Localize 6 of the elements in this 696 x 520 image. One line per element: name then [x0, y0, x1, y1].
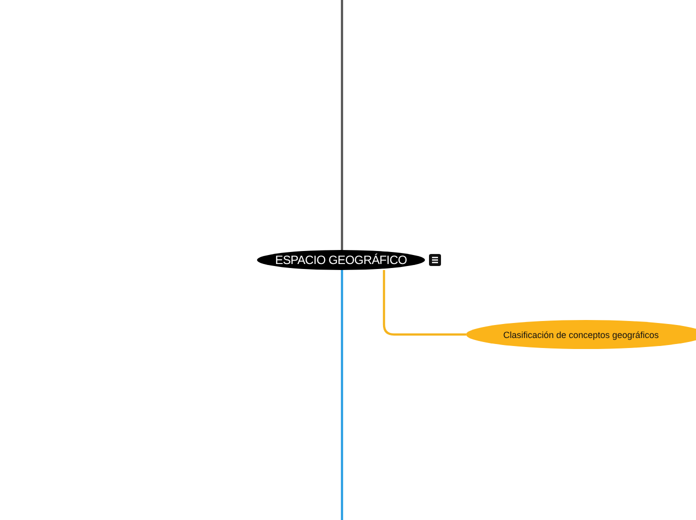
connector-line	[382, 270, 466, 336]
connector-line	[340, 0, 344, 250]
topic-text: Clasificación de conceptos geográficos	[503, 330, 659, 340]
topic-text: ESPACIO GEOGRÁFICO	[275, 253, 407, 267]
subtopic-ellipse	[466, 320, 696, 349]
connector-line	[340, 270, 344, 520]
